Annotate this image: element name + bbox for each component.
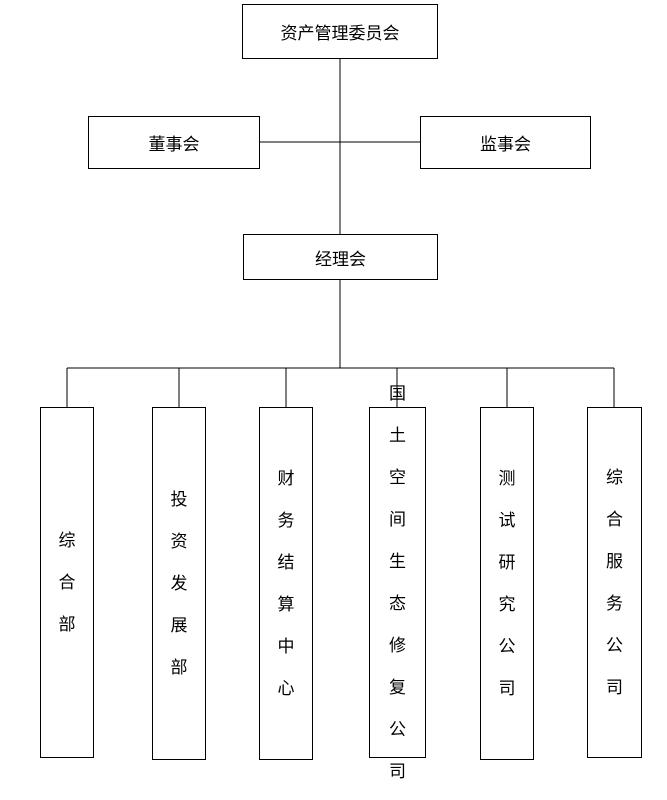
node-label: 综合服务公司 <box>605 467 623 698</box>
node-board-of-supervisors: 监事会 <box>420 116 591 169</box>
node-label: 经理会 <box>315 249 366 270</box>
node-label: 监事会 <box>480 135 531 155</box>
node-department-1: 综合部 <box>40 407 94 758</box>
node-label: 测试研究公司 <box>498 468 516 699</box>
node-asset-management-committee: 资产管理委员会 <box>242 4 438 59</box>
node-label: 综合部 <box>58 530 76 635</box>
node-department-6: 综合服务公司 <box>587 407 642 758</box>
node-label: 资产管理委员会 <box>280 24 400 44</box>
node-department-2: 投资发展部 <box>152 407 206 760</box>
node-department-4: 国土空间生态修复公司 <box>369 384 426 782</box>
node-department-5: 测试研究公司 <box>480 407 534 760</box>
node-department-3: 财务结算中心 <box>259 407 313 760</box>
node-label: 财务结算中心 <box>277 468 295 699</box>
node-label: 投资发展部 <box>170 489 188 678</box>
node-board-of-directors: 董事会 <box>88 116 260 169</box>
node-label: 董事会 <box>148 135 200 155</box>
node-label: 国土空间生态修复公司 <box>388 383 406 782</box>
node-management-committee: 经理会 <box>243 234 438 280</box>
